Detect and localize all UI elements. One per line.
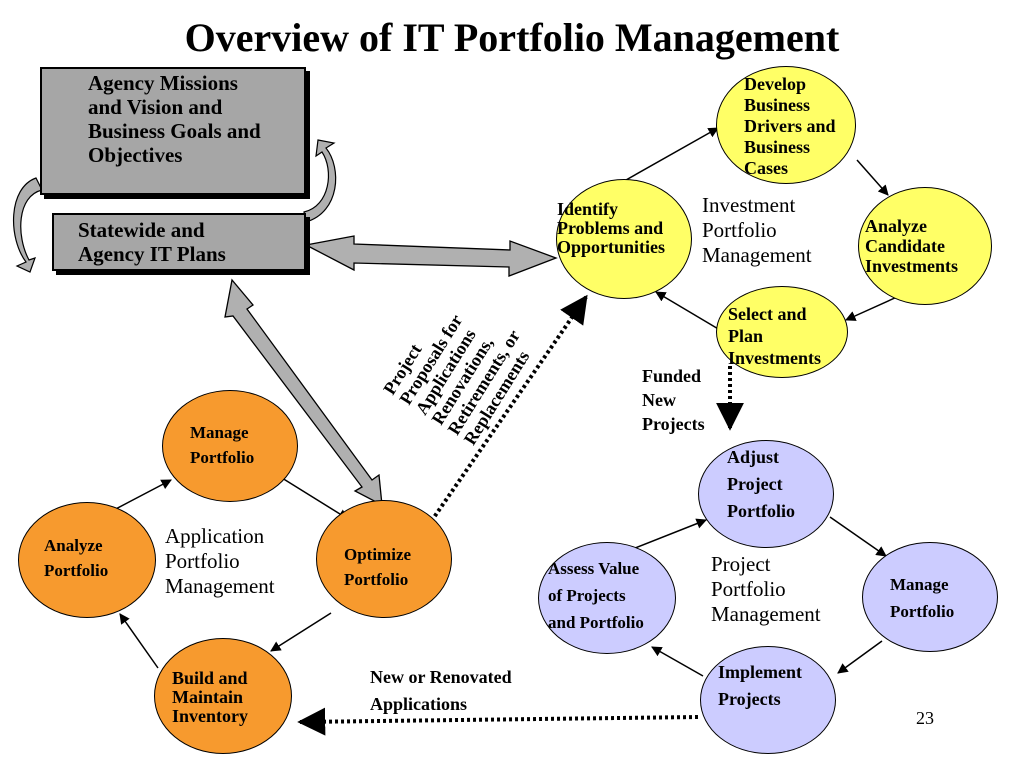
node-manage-portfolio-app-text: Manage Portfolio (190, 423, 255, 467)
arrow-identify-develop (625, 127, 719, 181)
label-investment-portfolio: Investment Portfolio Management (702, 193, 812, 267)
node-adjust-project-portfolio (698, 440, 834, 548)
node-identify-problems (556, 179, 692, 299)
double-arrow-plans-investment (304, 235, 558, 277)
node-manage-portfolio-app (162, 390, 298, 502)
node-build-maintain-inventory (154, 638, 292, 754)
label-application-portfolio: Application Portfolio Management (165, 524, 275, 598)
node-identify-problems-text: Identify Problems and Opportunities (557, 199, 666, 257)
dotted-arrow-new-apps (297, 707, 699, 736)
node-implement-projects (700, 646, 836, 754)
page-title: Overview of IT Portfolio Management (184, 15, 840, 60)
label-funded-new-projects: Funded New Projects (642, 366, 705, 434)
arrow-analyze-select (845, 296, 898, 321)
node-manage-portfolio-project-text: Manage Portfolio (890, 575, 955, 621)
page-number: 23 (916, 708, 934, 728)
node-manage-portfolio-project (862, 542, 998, 652)
node-adjust-project-portfolio-text: Adjust Project Portfolio (727, 447, 795, 521)
label-new-renovated-applications: New or Renovated Applications (370, 667, 512, 714)
arrow-manage-optimize (281, 477, 349, 520)
arrow-implement-assess (651, 646, 704, 677)
node-optimize-portfolio (316, 500, 452, 618)
node-analyze-candidate-text: Analyze Candidate Investments (865, 216, 958, 276)
arrow-build-analyze (119, 613, 159, 669)
node-assess-value-text: Assess Value of Projects and Portfolio (548, 559, 644, 632)
dotted-arrow-proposals (426, 294, 588, 528)
node-assess-value (538, 542, 676, 654)
arrow-select-identify (655, 291, 721, 331)
box-it-plans (52, 213, 306, 271)
node-build-maintain-inventory-text: Build and Maintain Inventory (172, 668, 248, 726)
arrow-develop-analyze (856, 159, 889, 196)
box-agency-missions (40, 67, 306, 195)
box-it-plans-text: Statewide and Agency IT Plans (78, 218, 226, 266)
arrow-analyze-manage (109, 479, 172, 513)
node-implement-projects-text: Implement Projects (718, 662, 802, 709)
arrow-optimize-build (270, 612, 332, 652)
node-develop-business-drivers-text: Develop Business Drivers and Business Ca… (744, 74, 836, 178)
node-select-plan-text: Select and Plan Investments (728, 304, 821, 368)
node-analyze-portfolio-app-text: Analyze Portfolio (44, 536, 109, 580)
curved-arrow-left (12, 177, 43, 273)
node-optimize-portfolio-text: Optimize Portfolio (344, 545, 412, 589)
arrow-manage-implement (837, 640, 883, 674)
arrow-adjust-manage (829, 516, 887, 557)
arrow-assess-adjust (629, 518, 707, 551)
node-analyze-portfolio-app (18, 502, 156, 618)
box-agency-missions-text: Agency Missions and Vision and Business … (88, 71, 261, 167)
curved-arrow-right (303, 139, 337, 223)
label-project-portfolio: Project Portfolio Management (711, 552, 821, 626)
node-select-plan (716, 286, 848, 378)
node-develop-business-drivers (716, 66, 856, 184)
node-analyze-candidate (858, 187, 992, 305)
